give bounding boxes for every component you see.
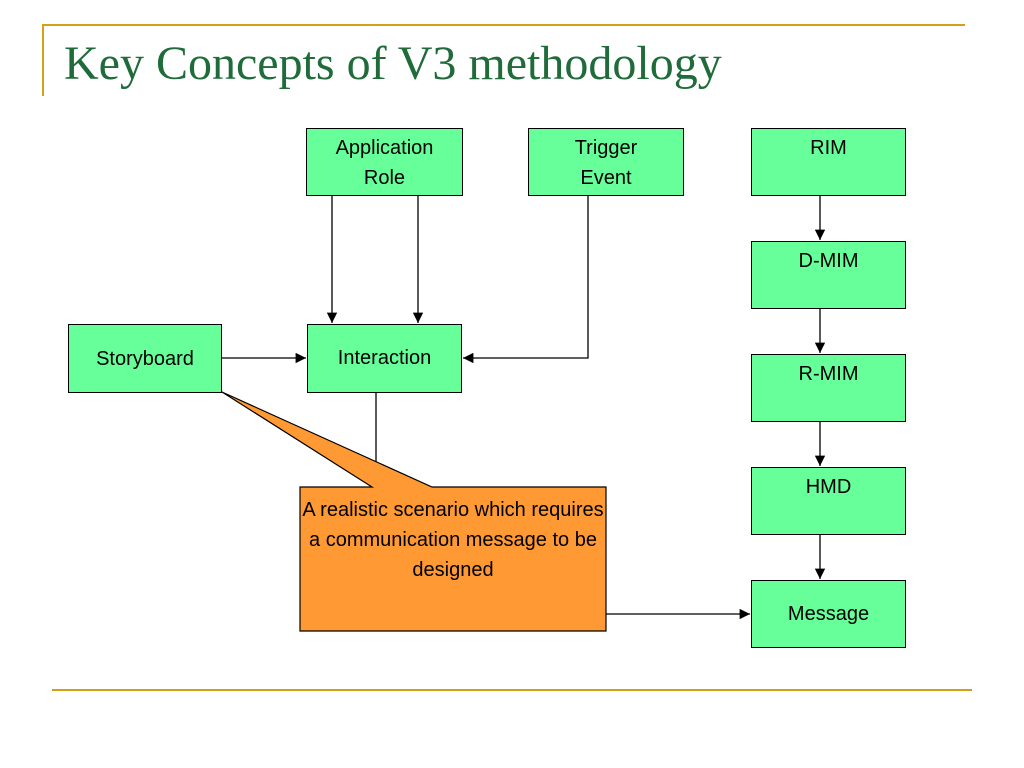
node-rim: RIM [751,128,906,196]
slide-title: Key Concepts of V3 methodology [64,37,722,90]
left-accent-line [42,24,44,96]
node-trigger-event: Trigger Event [528,128,684,196]
node-r-mim: R-MIM [751,354,906,422]
arrow-trigger-to-interaction [463,196,589,364]
top-accent-line [42,24,965,26]
callout-text: A realistic scenario which requires a co… [302,499,604,581]
node-application-role: Application Role [306,128,463,196]
node-message: Message [751,580,906,648]
node-d-mim: D-MIM [751,241,906,309]
node-hmd: HMD [751,467,906,535]
node-storyboard: Storyboard [68,324,222,393]
bottom-accent-line [52,689,972,691]
node-interaction: Interaction [307,324,462,393]
